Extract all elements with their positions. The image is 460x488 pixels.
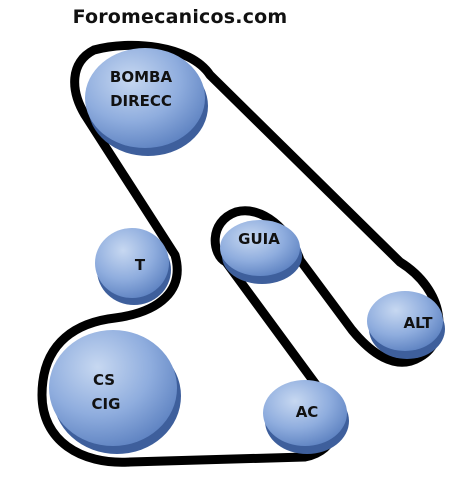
site-title: Foromecanicos.com	[72, 6, 288, 28]
pulley-tensor	[95, 228, 171, 305]
pulley-alt	[367, 291, 445, 359]
label-guia: GUIA	[238, 230, 280, 248]
pulley-bomba-direcc	[85, 48, 208, 156]
pulley-ac	[263, 380, 349, 454]
label-cs-line1: CS	[93, 371, 115, 389]
label-bomba-line1: BOMBA	[110, 68, 173, 86]
label-ac: AC	[296, 403, 319, 421]
label-cs-line2: CIG	[92, 395, 121, 413]
label-alt: ALT	[404, 314, 434, 332]
pulley-guia	[220, 220, 302, 284]
pulley-cs-cig	[49, 330, 181, 454]
label-bomba-line2: DIRECC	[110, 92, 172, 110]
label-tensor: T	[135, 256, 146, 274]
